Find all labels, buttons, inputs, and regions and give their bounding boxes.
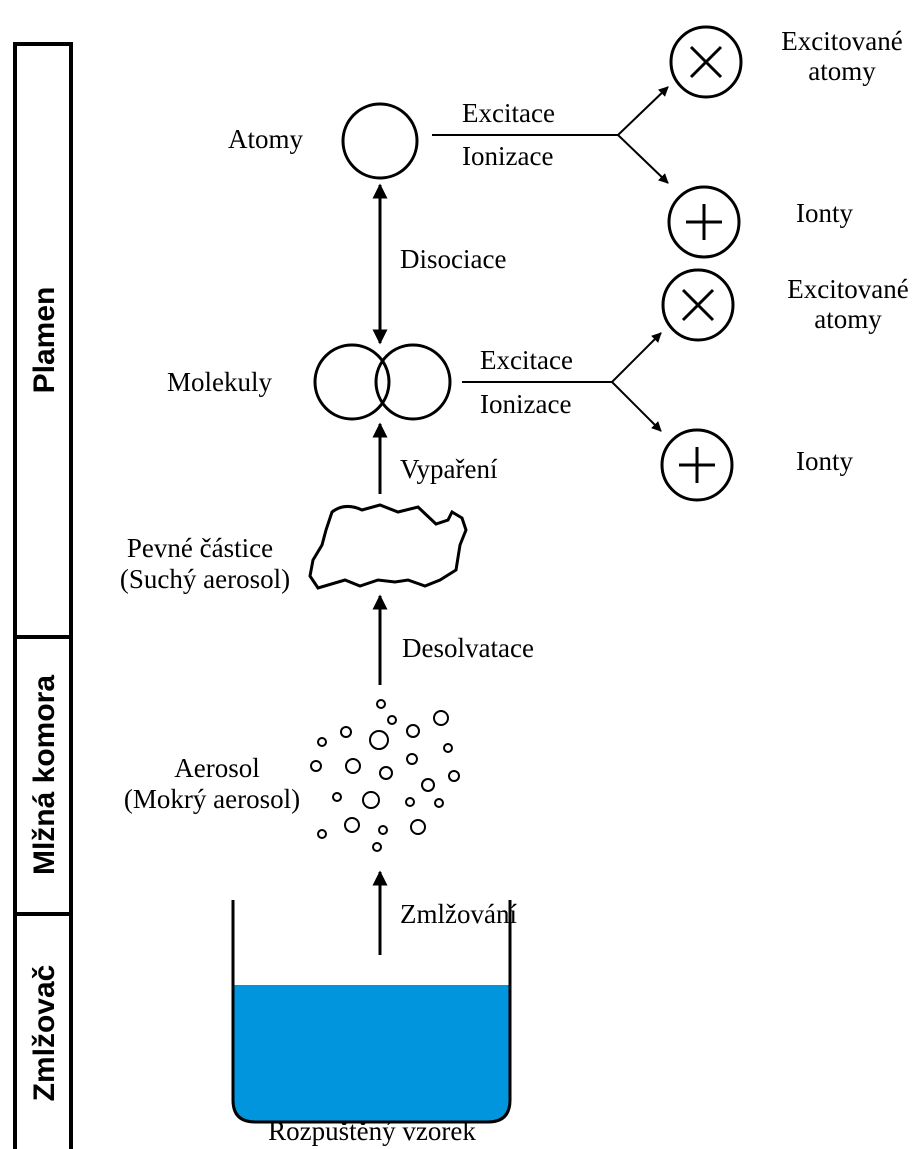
droplet: [317, 829, 327, 839]
droplet: [443, 743, 453, 753]
atoms-label: Atomy: [228, 124, 304, 154]
ion-top-icon: [667, 185, 741, 259]
droplet: [376, 699, 386, 709]
atoms-ionization-label: Ionizace: [462, 141, 553, 171]
atoms-branch: [432, 86, 669, 184]
droplet: [340, 726, 352, 738]
sidebar-section-zmlzovac: [13, 912, 73, 1149]
excited-atom-top-icon: [669, 25, 743, 99]
dry-aerosol-label-line1: Pevné částice: [127, 533, 273, 563]
droplet: [345, 758, 361, 774]
droplet: [372, 842, 382, 852]
droplet: [434, 798, 444, 808]
sidebar-label-plamen: Plamen: [28, 287, 61, 394]
excited-atoms-top-label-line1: Excitované: [781, 26, 902, 56]
molecules-branch: [462, 332, 662, 432]
wet-aerosol-label-line1: Aerosol: [174, 753, 259, 783]
droplet: [378, 825, 388, 835]
droplet: [433, 710, 449, 726]
dissociation-label: Disociace: [400, 244, 506, 274]
molecules-ionization-arrow: [611, 381, 662, 432]
droplet: [405, 797, 415, 807]
vessel-outline: [231, 900, 512, 1124]
ion-mid-icon: [660, 428, 734, 502]
stage-sidebar: Plamen Mlžná komora Zmlžovač: [13, 42, 73, 1149]
droplet: [344, 817, 360, 833]
droplet: [410, 819, 426, 835]
droplet: [310, 760, 322, 772]
droplet: [332, 792, 342, 802]
ions-top-label: Ionty: [796, 198, 853, 228]
wet-aerosol-label-line2: (Mokrý aerosol): [124, 784, 300, 814]
sidebar-label-zmlzovac: Zmlžovač: [28, 965, 61, 1102]
atoms-excitation-arrow: [617, 86, 669, 136]
vessel-liquid: [233, 985, 510, 1122]
droplet: [369, 730, 389, 750]
excited-atoms-top-label-line2: atomy: [808, 56, 876, 86]
ions-mid-label: Ionty: [796, 446, 853, 476]
dry-aerosol-particle: [308, 503, 468, 590]
vessel-label: Rozpuštěný vzorek: [268, 1116, 476, 1146]
excited-atom-mid-icon: [661, 268, 735, 342]
molecule-symbol: [313, 343, 452, 421]
atoms-ionization-arrow: [617, 134, 669, 184]
droplet: [362, 791, 380, 809]
droplet: [317, 737, 327, 747]
sample-vessel: [231, 900, 512, 1124]
droplet: [406, 724, 420, 738]
droplet: [406, 753, 418, 765]
molecule-atom-left: [313, 343, 391, 421]
sidebar-label-mlzna-komora: Mlžná komora: [28, 675, 61, 875]
molecules-excitation-label: Excitace: [480, 345, 573, 375]
molecules-excitation-arrow: [611, 332, 662, 383]
wet-aerosol-droplets: [310, 699, 460, 852]
molecules-ionization-label: Ionizace: [480, 389, 571, 419]
droplet: [379, 766, 393, 780]
dry-aerosol-label-line2: (Suchý aerosol): [120, 564, 290, 594]
droplet: [448, 770, 460, 782]
vaporization-label: Vypaření: [400, 454, 498, 484]
atoms-excitation-label: Excitace: [462, 98, 555, 128]
nebulization-label: Zmlžování: [400, 899, 517, 929]
desolvation-label: Desolvatace: [402, 633, 534, 663]
atom-symbol: [341, 102, 419, 180]
excited-atoms-mid-label-line1: Excitované: [787, 274, 908, 304]
droplet: [421, 778, 435, 792]
molecules-label: Molekuly: [167, 367, 272, 397]
excited-atoms-mid-label-line2: atomy: [814, 304, 882, 334]
molecule-atom-right: [374, 343, 452, 421]
droplet: [387, 715, 397, 725]
